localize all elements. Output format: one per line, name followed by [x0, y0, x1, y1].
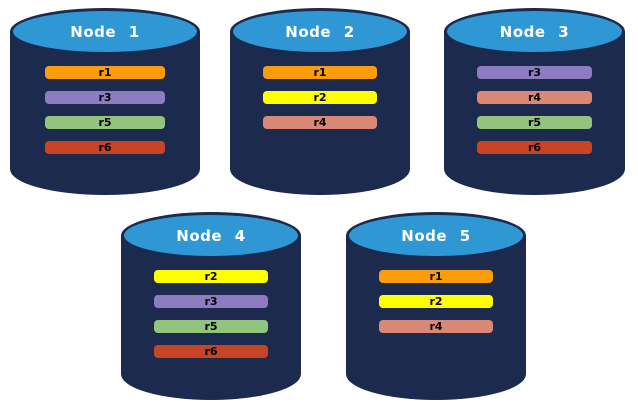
cylinder-body — [230, 31, 410, 195]
replica-bar-r2: r2 — [263, 91, 377, 104]
replica-bar-r6: r6 — [477, 141, 592, 154]
replica-label: r2 — [204, 270, 218, 283]
node-title: Node 3 — [499, 23, 570, 41]
replica-bar-r2: r2 — [154, 270, 268, 283]
replica-label: r5 — [527, 116, 542, 129]
replica-list: r1 r2 r4 — [346, 270, 526, 345]
replica-label: r1 — [313, 66, 327, 79]
node-cylinder-1: Node 1 r1 r3 r5 r6 — [10, 8, 200, 195]
replica-bar-r5: r5 — [154, 320, 268, 333]
node-cylinder-3: Node 3 r3 r4 r5 r6 — [444, 8, 625, 195]
replica-list: r1 r3 r5 r6 — [10, 66, 200, 166]
cylinder-top: Node 3 — [444, 8, 625, 55]
replica-bar-r1: r1 — [379, 270, 493, 283]
replica-label: r4 — [527, 91, 542, 104]
cylinder-top: Node 5 — [346, 212, 526, 259]
replica-bar-r3: r3 — [477, 66, 592, 79]
cylinder-body — [10, 31, 200, 195]
cylinder-body — [121, 235, 301, 400]
replica-bar-r3: r3 — [154, 295, 268, 308]
replica-label: r5 — [204, 320, 218, 333]
cylinder-top: Node 1 — [10, 8, 200, 55]
replica-label: r4 — [313, 116, 327, 129]
cylinder-body — [346, 235, 526, 400]
node-title: Node 5 — [401, 227, 471, 245]
replica-label: r3 — [527, 66, 542, 79]
node-title: Node 4 — [176, 227, 246, 245]
node-cylinder-5: Node 5 r1 r2 r4 — [346, 212, 526, 400]
replica-label: r1 — [98, 66, 112, 79]
replica-list: r1 r2 r4 — [230, 66, 410, 141]
node-title: Node 2 — [285, 23, 355, 41]
node-cylinder-2: Node 2 r1 r2 r4 — [230, 8, 410, 195]
replica-list: r2 r3 r5 r6 — [121, 270, 301, 370]
replica-list: r3 r4 r5 r6 — [444, 66, 625, 166]
cylinder-body — [444, 31, 625, 195]
node-title: Node 1 — [70, 23, 140, 41]
replica-bar-r5: r5 — [45, 116, 165, 129]
replica-label: r2 — [313, 91, 327, 104]
replica-bar-r5: r5 — [477, 116, 592, 129]
replica-label: r5 — [98, 116, 112, 129]
replica-bar-r1: r1 — [45, 66, 165, 79]
replica-label: r1 — [429, 270, 443, 283]
replica-label: r3 — [204, 295, 218, 308]
replica-bar-r1: r1 — [263, 66, 377, 79]
replica-bar-r6: r6 — [45, 141, 165, 154]
cylinder-top: Node 2 — [230, 8, 410, 55]
replica-label: r3 — [98, 91, 112, 104]
node-cylinder-4: Node 4 r2 r3 r5 r6 — [121, 212, 301, 400]
replica-bar-r4: r4 — [379, 320, 493, 333]
replica-label: r6 — [204, 345, 218, 358]
replica-bar-r4: r4 — [477, 91, 592, 104]
replica-bar-r4: r4 — [263, 116, 377, 129]
cylinder-top: Node 4 — [121, 212, 301, 259]
replica-bar-r2: r2 — [379, 295, 493, 308]
replica-label: r6 — [98, 141, 112, 154]
replica-label: r6 — [527, 141, 542, 154]
replica-bar-r3: r3 — [45, 91, 165, 104]
replica-label: r4 — [429, 320, 443, 333]
replica-label: r2 — [429, 295, 443, 308]
replica-bar-r6: r6 — [154, 345, 268, 358]
